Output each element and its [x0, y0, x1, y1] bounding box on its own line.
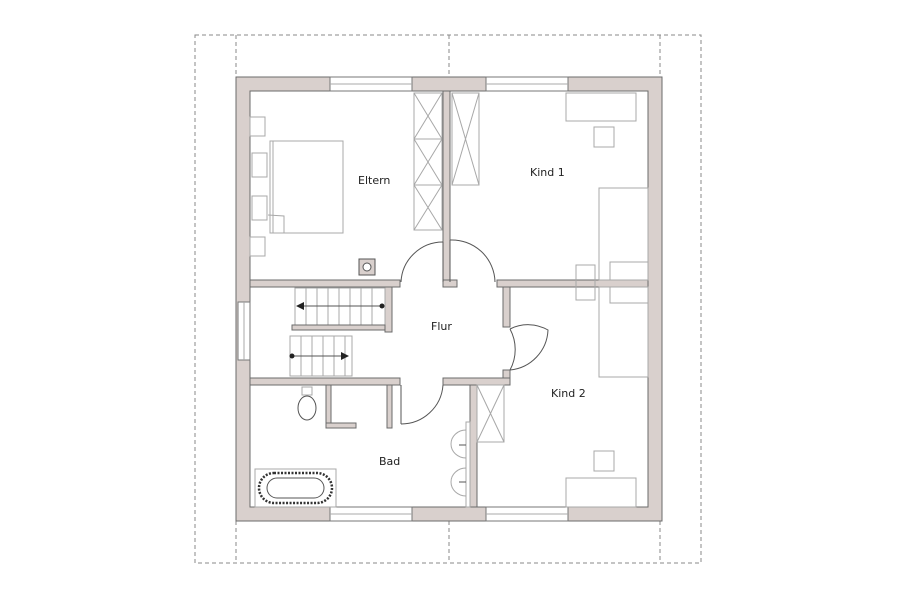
windows — [237, 76, 569, 522]
room-label-eltern: Eltern — [358, 174, 390, 187]
kind2-furniture — [476, 286, 649, 508]
kind1-furniture — [451, 92, 649, 301]
staircase — [289, 287, 386, 377]
eltern-furniture — [249, 92, 443, 276]
room-label-kind1: Kind 1 — [530, 166, 565, 179]
roof-outline — [194, 34, 702, 564]
room-label-kind2: Kind 2 — [551, 387, 586, 400]
room-label-bad: Bad — [379, 455, 400, 468]
room-label-flur: Flur — [431, 320, 452, 333]
bathroom-fixtures — [254, 386, 471, 508]
interior-walls — [249, 90, 649, 508]
doors — [400, 239, 549, 425]
